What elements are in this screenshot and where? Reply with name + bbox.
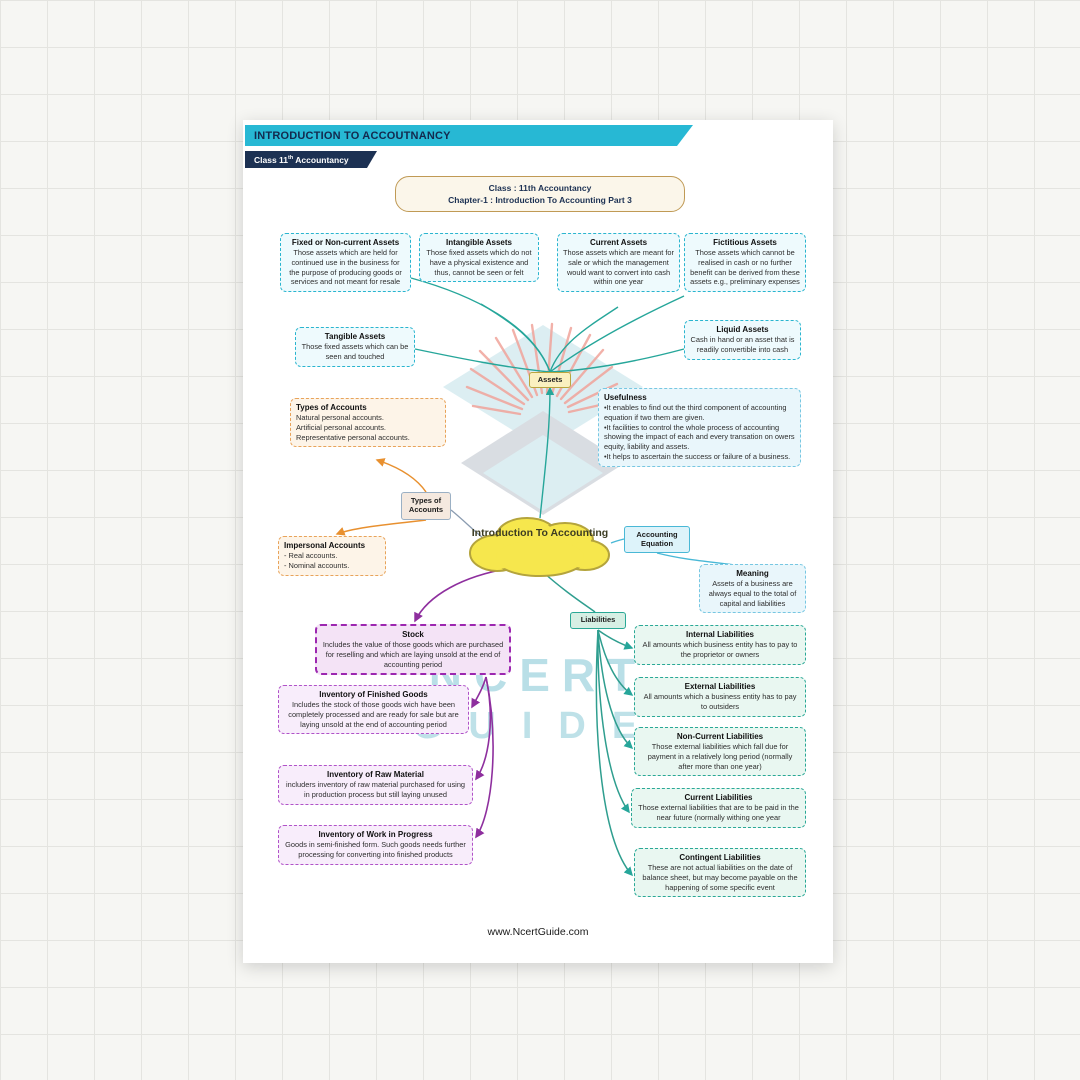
chapter-class-line: Class : 11th Accountancy [488,183,592,193]
box-text: Goods in semi-finished form. Such goods … [285,840,466,859]
box-title: Fixed or Non-current Assets [291,238,400,247]
box-text: These are not actual liabilities on the … [642,863,798,892]
box-inventory-work-in-progress: Inventory of Work in Progress Goods in s… [278,825,473,865]
box-fixed-assets: Fixed or Non-current Assets Those assets… [280,233,411,293]
node-types-of-accounts: Types of Accounts [401,492,451,520]
box-title: Liquid Assets [716,325,769,334]
page-title-banner: INTRODUCTION TO ACCOUTNANCY [245,125,693,146]
box-title: Current Liabilities [684,793,753,802]
box-impersonal-accounts: Impersonal Accounts - Real accounts. - N… [278,536,386,576]
box-title: Usefulness [604,393,647,402]
chapter-info-box: Class : 11th Accountancy Chapter-1 : Int… [395,176,685,212]
box-text: Assets of a business are always equal to… [708,579,797,608]
website-footer: www.NcertGuide.com [487,926,589,938]
box-text: Those assets which cannot be realised in… [690,248,800,287]
node-liabilities: Liabilities [570,612,626,629]
box-liquid-assets: Liquid Assets Cash in hand or an asset t… [684,320,801,360]
cloud-shape [469,517,610,577]
box-noncurrent-liabilities: Non-Current Liabilities Those external l… [634,727,806,777]
box-text: Those external liabilities which fall du… [647,742,793,771]
box-current-assets: Current Assets Those assets which are me… [557,233,680,293]
box-title: External Liabilities [684,682,756,691]
sunburst-rays [465,322,620,416]
box-meaning: Meaning Assets of a business are always … [699,564,806,614]
box-text: Those fixed assets which can be seen and… [301,342,409,361]
box-text: - Real accounts. - Nominal accounts. [284,551,350,570]
box-internal-liabilities: Internal Liabilities All amounts which b… [634,625,806,665]
box-inventory-raw-material: Inventory of Raw Material includers inve… [278,765,473,805]
chapter-title-line: Chapter-1 : Introduction To Accounting P… [448,195,632,205]
box-text: includers inventory of raw material purc… [285,780,466,799]
box-title: Current Assets [589,238,648,247]
box-text: Those assets which are held for continue… [289,248,402,287]
page-title: INTRODUCTION TO ACCOUTNANCY [254,129,451,142]
node-assets: Assets [529,372,571,388]
box-title: Types of Accounts [296,403,367,412]
central-topic-label: Introduction To Accounting [471,527,609,539]
node-label: Types of Accounts [408,496,444,514]
box-text: All amounts which business entity has to… [642,640,798,659]
box-contingent-liabilities: Contingent Liabilities These are not act… [634,848,806,898]
box-title: Meaning [736,569,769,578]
document-page: NCERT GUIDE [243,120,833,963]
box-title: Inventory of Raw Material [327,770,424,779]
node-label: Liabilities [580,615,616,625]
box-title: Stock [402,630,424,639]
box-tangible-assets: Tangible Assets Those fixed assets which… [295,327,415,367]
box-text: Includes the stock of those goods wich h… [288,700,459,729]
box-title: Impersonal Accounts [284,541,366,550]
box-external-liabilities: External Liabilities All amounts which a… [634,677,806,717]
box-usefulness: Usefulness •It enables to find out the t… [598,388,801,467]
box-text: Those fixed assets which do not have a p… [426,248,532,277]
box-title: Internal Liabilities [685,630,754,639]
box-text: Those assets which are meant for sale or… [563,248,674,287]
box-types-of-accounts: Types of Accounts Natural personal accou… [290,398,446,448]
box-text: •It enables to find out the third compon… [604,403,795,461]
box-fictitious-assets: Fictitious Assets Those assets which can… [684,233,806,293]
box-text: Those external liabilities that are to b… [638,803,799,822]
box-title: Contingent Liabilities [679,853,761,862]
box-current-liabilities: Current Liabilities Those external liabi… [631,788,806,828]
class-banner-text: Class 11th Accountancy [254,154,349,165]
box-title: Intangible Assets [446,238,512,247]
central-topic-cloud: Introduction To Accounting [465,513,615,579]
box-title: Inventory of Work in Progress [318,830,433,839]
box-text: Includes the value of those goods which … [322,640,504,669]
node-accounting-equation: Accounting Equation [624,526,690,553]
box-title: Tangible Assets [324,332,386,341]
box-title: Inventory of Finished Goods [319,690,428,699]
box-text: Natural personal accounts. Artificial pe… [296,413,410,442]
box-text: All amounts which a business entity has … [643,692,797,711]
class-banner: Class 11th Accountancy [245,151,377,168]
box-stock: Stock Includes the value of those goods … [315,624,511,676]
node-label: Accounting Equation [636,529,678,548]
node-label: Assets [537,374,563,384]
box-title: Fictitious Assets [713,238,777,247]
box-title: Non-Current Liabilities [676,732,764,741]
box-inventory-finished-goods: Inventory of Finished Goods Includes the… [278,685,469,735]
box-intangible-assets: Intangible Assets Those fixed assets whi… [419,233,539,283]
box-text: Cash in hand or an asset that is readily… [690,335,795,354]
